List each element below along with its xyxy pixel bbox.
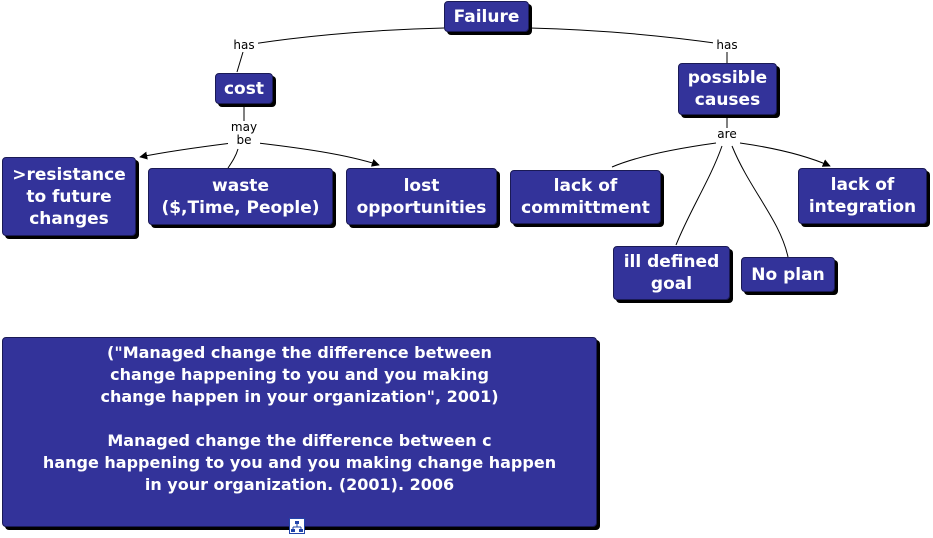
link-failure-has-left: [245, 27, 445, 46]
node-no-plan[interactable]: No plan: [741, 257, 835, 292]
link-maybe-resistance: [139, 142, 233, 160]
citation-line-6: in your organization. (2001). 2006: [144, 475, 455, 494]
citation-line-3: change happen in your organization", 200…: [100, 387, 499, 406]
node-lost-opportunities[interactable]: lost opportunities: [346, 168, 497, 225]
citation-gap: [3, 408, 596, 430]
resource-link-icon-glyph: [291, 521, 303, 532]
link-has-cost: [236, 51, 244, 73]
citation-line-1: ("Managed change the difference between: [107, 343, 492, 362]
link-are-integration: [739, 142, 831, 167]
citation-line-2: change happening to you and you making: [110, 365, 489, 384]
resource-link-icon[interactable]: [289, 518, 305, 534]
node-lack-commitment[interactable]: lack of committment: [510, 170, 661, 224]
node-ill-defined-goal[interactable]: ill defined goal: [613, 246, 730, 300]
link-are-goal: [675, 145, 723, 246]
node-lack-integration[interactable]: lack of integration: [798, 168, 927, 224]
link-maybe-lost: [257, 142, 380, 167]
link-label-has-left: has: [230, 39, 258, 52]
link-label-are: are: [714, 128, 740, 141]
link-are-commitment: [611, 142, 717, 168]
node-resistance[interactable]: >resistance to future changes: [2, 157, 136, 236]
citation-box: ("Managed change the difference between …: [2, 337, 597, 527]
link-failure-has-right: [529, 27, 723, 45]
node-waste[interactable]: waste ($,Time, People): [148, 168, 333, 225]
node-failure[interactable]: Failure: [444, 1, 529, 32]
node-possible-causes[interactable]: possible causes: [678, 63, 777, 115]
citation-line-4: Managed change the difference between c: [107, 431, 492, 450]
citation-line-5: hange happening to you and you making ch…: [42, 453, 557, 472]
node-cost[interactable]: cost: [215, 73, 273, 104]
link-label-has-right: has: [713, 39, 741, 52]
link-label-may-be: may be: [228, 121, 260, 147]
link-are-noplan: [731, 145, 789, 258]
link-maybe-waste: [227, 148, 239, 169]
